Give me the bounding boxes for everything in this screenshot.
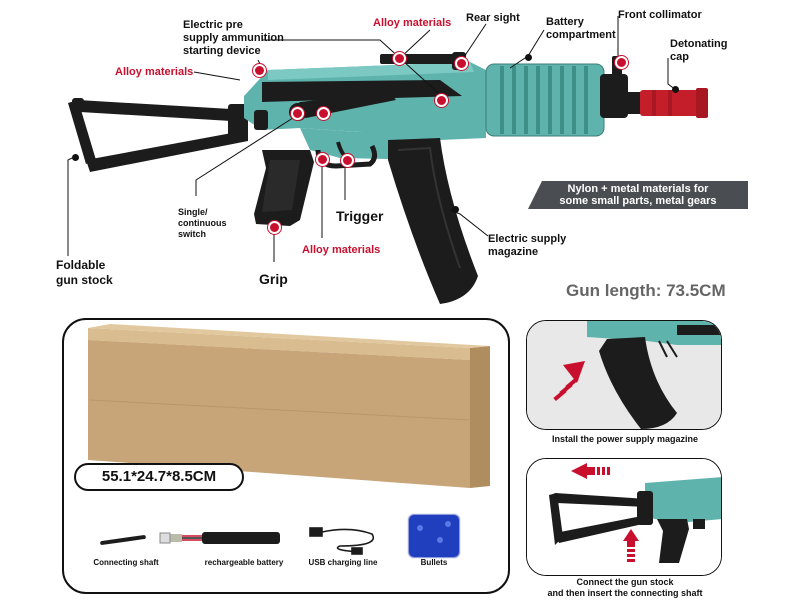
accessory-label-shaft: Connecting shaft <box>93 558 159 567</box>
caption-stock: Connect the gun stock and then insert th… <box>547 577 703 598</box>
grip-marker <box>268 221 281 234</box>
insert-up-arrow-icon <box>623 529 639 562</box>
caption-magazine: Install the power supply magazine <box>551 434 699 444</box>
callout-electric-pre: Electric pre supply ammunition starting … <box>183 19 284 57</box>
battery-icon <box>159 532 280 544</box>
inset-stock <box>526 458 722 576</box>
alloy-marker-top <box>393 52 406 65</box>
box-dimensions: 55.1*24.7*8.5CM <box>74 463 244 491</box>
alloy-marker-left <box>253 64 266 77</box>
handguard <box>485 63 605 137</box>
gun-length: Gun length: 73.5CM <box>566 281 726 300</box>
magazine-marker <box>452 206 459 213</box>
cap-marker <box>672 86 679 93</box>
stock-marker <box>72 154 79 161</box>
magazine <box>388 138 478 304</box>
gel-bullets-icon <box>407 513 461 559</box>
callout-front-collimator: Front collimator <box>618 9 702 21</box>
usb-cable-icon <box>309 527 375 555</box>
insert-arrow-icon <box>553 361 585 402</box>
callout-foldable-stock: Foldable gun stock <box>56 258 113 287</box>
inset-magazine-illustration <box>527 321 721 429</box>
callout-battery-compartment: Battery compartment <box>546 16 616 41</box>
accessory-label-usb: USB charging line <box>308 558 378 567</box>
detonating-cap <box>626 88 708 118</box>
alloy-marker-bottom <box>316 153 329 166</box>
push-left-arrow-icon <box>571 463 610 479</box>
banner-line-2: some small parts, metal gears <box>559 195 717 207</box>
callout-detonating-cap: Detonating cap <box>670 38 728 63</box>
packaging-panel <box>62 318 510 594</box>
callout-single-switch: Single/ continuous switch <box>178 207 227 239</box>
front-collimator-marker <box>615 56 628 69</box>
callout-rear-sight: Rear sight <box>466 12 520 24</box>
inset-stock-illustration <box>527 459 721 575</box>
callout-alloy-left: Alloy materials <box>115 66 194 78</box>
leader-lines <box>67 16 677 262</box>
callout-alloy-bottom: Alloy materials <box>302 244 381 256</box>
pistol-grip <box>254 150 314 226</box>
accessory-label-bullets: Bullets <box>420 558 448 567</box>
selector-marker <box>317 107 330 120</box>
pre-supply-marker <box>435 94 448 107</box>
callout-grip: Grip <box>259 271 288 287</box>
folding-stock <box>68 98 248 172</box>
battery-marker <box>525 54 532 61</box>
callout-electric-magazine: Electric supply magazine <box>488 233 567 258</box>
callout-alloy-top: Alloy materials <box>373 17 452 29</box>
callout-trigger: Trigger <box>336 208 384 224</box>
materials-banner: Nylon + metal materials for some small p… <box>528 181 748 209</box>
banner-line-1: Nylon + metal materials for <box>567 183 709 195</box>
accessory-label-battery: rechargeable battery <box>204 558 284 567</box>
rear-sight-marker <box>455 57 468 70</box>
inset-magazine <box>526 320 722 430</box>
switch-marker <box>291 107 304 120</box>
trigger-marker <box>341 154 354 167</box>
connecting-shaft-icon <box>100 535 146 545</box>
